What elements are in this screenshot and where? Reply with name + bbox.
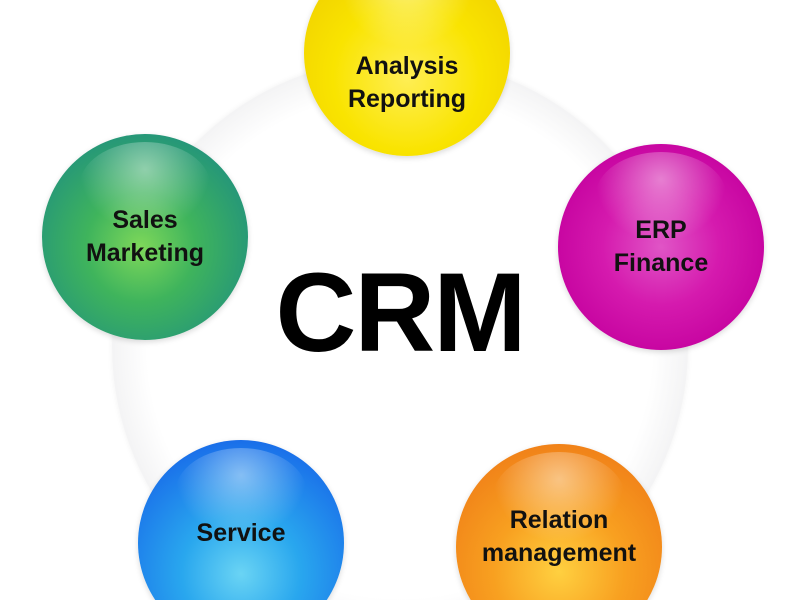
node-label: Relation management [482,504,636,570]
node-sales-marketing: Sales Marketing [42,134,248,340]
node-label: Analysis Reporting [348,50,466,116]
node-analysis-reporting: Analysis Reporting [304,0,510,156]
node-label-line: Finance [613,249,709,277]
node-label-line: Reporting [347,85,467,113]
node-label-line: Sales [112,206,178,234]
sphere-highlight [341,0,473,49]
node-label: Service [197,517,286,550]
node-label: Sales Marketing [86,204,204,270]
node-label-line: ERP [635,216,687,244]
node-label-line: management [481,539,637,567]
node-label-line: Relation [509,506,609,534]
node-label-line: Service [196,518,286,547]
node-label-line: Analysis [355,52,459,80]
node-label-line: Marketing [85,239,205,267]
node-label: ERP Finance [614,214,708,280]
node-erp-finance: ERP Finance [558,144,764,350]
center-title: CRM [275,250,526,375]
